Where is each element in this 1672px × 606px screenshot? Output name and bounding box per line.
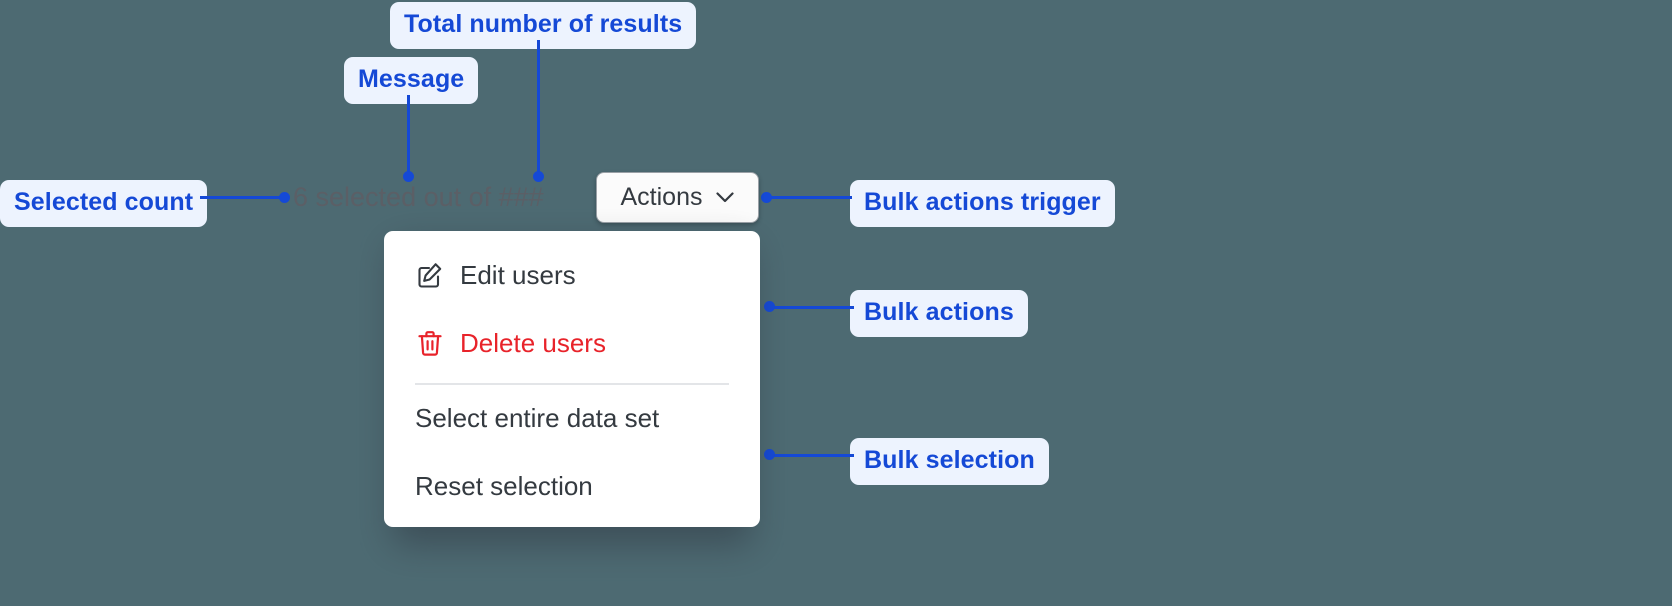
annotation-dot-bulk-actions-trigger	[761, 192, 772, 203]
bulk-actions-menu: Edit users Delete users Select entire da…	[384, 231, 760, 527]
chevron-down-icon	[716, 192, 735, 203]
annotation-dot-total-number-of-results	[533, 171, 544, 182]
annotation-connector-bulk-actions-trigger	[764, 196, 852, 199]
edit-pencil-icon	[415, 260, 445, 290]
annotation-dot-message	[403, 171, 414, 182]
annotation-label-total-number-of-results: Total number of results	[390, 2, 697, 49]
menu-item-edit-users[interactable]: Edit users	[384, 253, 760, 297]
menu-divider	[415, 383, 729, 385]
annotation-label-bulk-selection: Bulk selection	[850, 438, 1049, 485]
bulk-actions-trigger-label: Actions	[620, 183, 703, 211]
bulk-actions-trigger-button[interactable]: Actions	[596, 172, 759, 223]
menu-item-select-entire-data-set[interactable]: Select entire data set	[384, 396, 760, 440]
annotation-connector-bulk-actions	[770, 306, 854, 309]
annotation-dot-selected-count	[279, 192, 290, 203]
menu-item-label: Edit users	[460, 260, 576, 290]
annotation-connector-selected-count	[200, 196, 286, 199]
annotation-label-message: Message	[344, 57, 479, 104]
annotation-connector-total-number-of-results	[537, 40, 540, 177]
menu-item-label: Delete users	[460, 328, 606, 358]
annotation-label-bulk-actions: Bulk actions	[850, 290, 1028, 337]
annotation-label-bulk-actions-trigger: Bulk actions trigger	[850, 180, 1115, 227]
annotation-label-selected-count: Selected count	[0, 180, 208, 227]
menu-item-reset-selection[interactable]: Reset selection	[384, 464, 760, 508]
annotation-connector-message	[407, 95, 410, 177]
trash-icon	[415, 328, 445, 358]
annotation-dot-bulk-actions	[764, 301, 775, 312]
menu-item-delete-users[interactable]: Delete users	[384, 321, 760, 365]
annotation-connector-bulk-selection	[770, 454, 854, 457]
selected-count-message: 6 selected out of ###	[293, 182, 544, 212]
annotation-dot-bulk-selection	[764, 449, 775, 460]
menu-item-label: Select entire data set	[415, 403, 660, 433]
menu-item-label: Reset selection	[415, 471, 593, 501]
